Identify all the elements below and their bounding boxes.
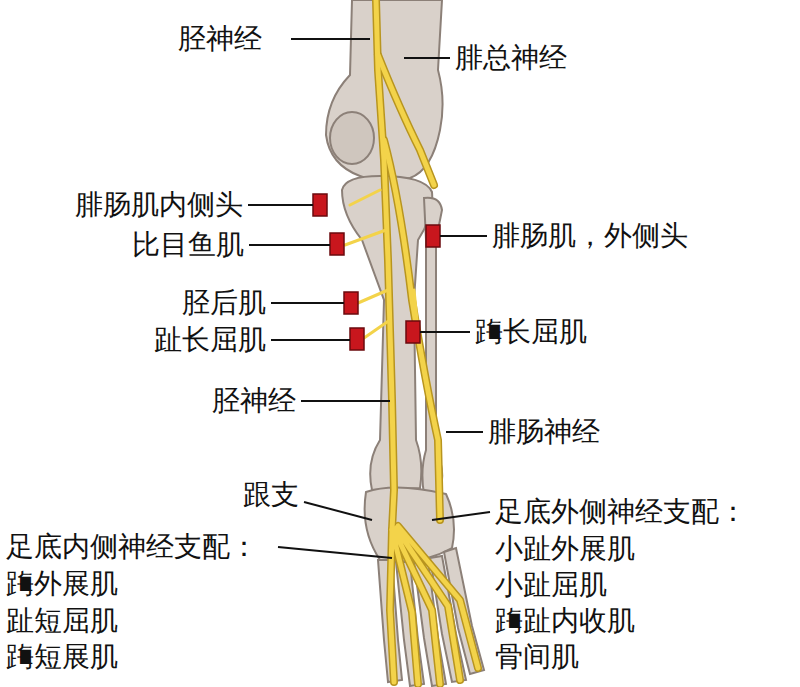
part-label: 踇长屈肌 — [475, 315, 587, 349]
part-label: 胫神经 — [212, 384, 296, 418]
part-label: 足底外侧神经支配： — [495, 495, 747, 529]
part-label: 踇趾内收肌 — [495, 604, 635, 638]
condyle — [330, 112, 374, 164]
part-label: 足底内侧神经支配： — [6, 530, 258, 564]
part-label: 腓肠神经 — [488, 415, 600, 449]
part-label: 小趾外展肌 — [495, 532, 635, 566]
part-label: 胫后肌 — [182, 286, 266, 320]
part-label: 小趾屈肌 — [495, 568, 607, 602]
part-label: 踇外展肌 — [6, 567, 118, 601]
part-label: 趾短屈肌 — [6, 604, 118, 638]
part-label: 踇短展肌 — [6, 640, 118, 674]
part-label: 趾长屈肌 — [154, 323, 266, 357]
nerve-lines — [345, 0, 478, 684]
muscle-marker — [313, 194, 440, 350]
part-label: 骨间肌 — [495, 640, 579, 674]
part-label: 腓肠肌内侧头 — [75, 188, 243, 222]
part-label: 腓肠肌，外侧头 — [492, 219, 688, 253]
part-label: 比目鱼肌 — [132, 228, 244, 262]
part-label: 胫神经 — [178, 22, 262, 56]
part-label: 跟支 — [243, 478, 299, 512]
part-label: 腓总神经 — [455, 41, 567, 75]
